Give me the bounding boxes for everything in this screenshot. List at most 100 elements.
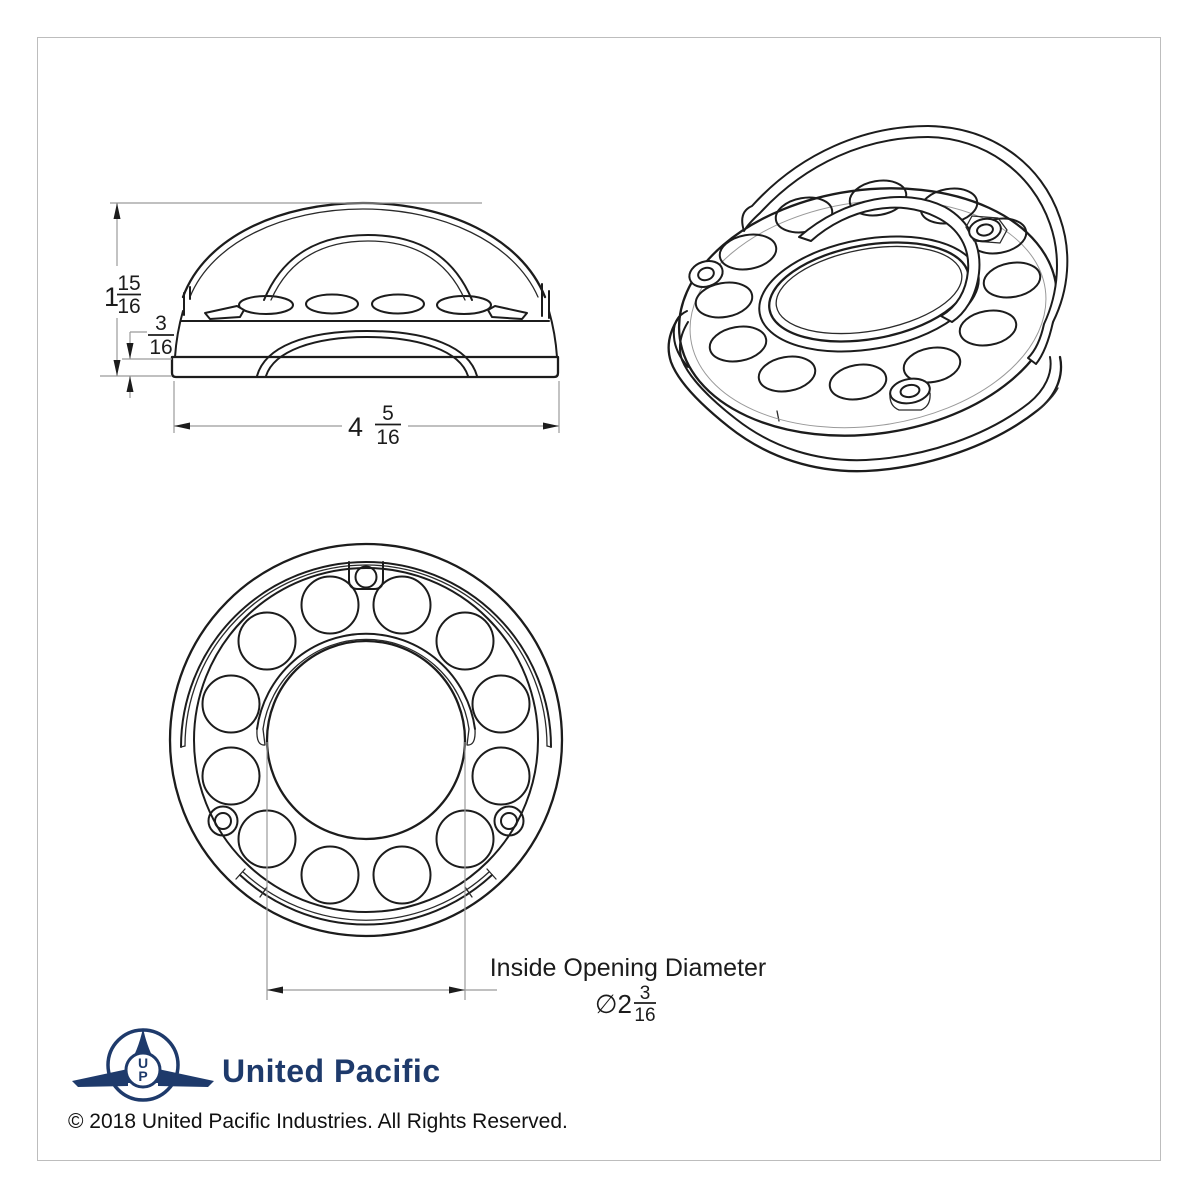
front-center-opening: [265, 639, 467, 841]
front-inner-rim: [193, 567, 539, 913]
arrow-down-icon: [113, 360, 121, 376]
ring-hole: [958, 309, 1018, 347]
front-boss-outer: [207, 805, 239, 837]
copyright-text: © 2018 United Pacific Industries. All Ri…: [68, 1110, 568, 1133]
front-view-dimensions: Inside Opening Diameter ∅2 3 16: [266, 742, 767, 1026]
front-visor-arc-tip: [466, 728, 476, 746]
front-visor-skirt-tip: [546, 745, 552, 748]
height-dim-numerator: 15: [117, 272, 140, 295]
front-outer-rim: [168, 542, 564, 938]
front-visor-arc-inner: [262, 638, 470, 730]
arrow-up-icon: [113, 203, 121, 219]
width-text-bg: [342, 402, 408, 451]
ring-hole: [718, 233, 778, 271]
boss-outer: [889, 377, 931, 405]
sheet-border: [37, 37, 1161, 1161]
ring-hole: [902, 346, 962, 384]
side-body-left-edge: [174, 310, 184, 358]
width-dim-whole: 4: [348, 412, 363, 442]
boss-tab: [889, 392, 931, 411]
iso-flange-lip: [1037, 387, 1059, 411]
iso-center-opening: [768, 241, 970, 343]
front-boss-hole: [214, 812, 232, 830]
side-visor-outer: [181, 201, 547, 299]
front-bottom-arch-outer: [239, 874, 493, 926]
opening-label: Inside Opening Diameter: [490, 954, 767, 982]
width-dim-numerator: 5: [382, 402, 394, 425]
logo-left-wing-icon: [72, 1069, 128, 1087]
ring-hole: [471, 746, 531, 806]
front-visor-skirt-tip: [180, 745, 186, 748]
ring-hole: [201, 746, 261, 806]
opening-dim-numerator: 3: [640, 983, 651, 1004]
ring-hole: [237, 611, 297, 671]
side-inner-arch-inner: [270, 240, 466, 301]
opening-dim-denominator: 16: [634, 1005, 655, 1026]
arrow-right-icon: [543, 422, 559, 430]
ring-hole: [694, 281, 754, 319]
front-top-boss-hole: [354, 565, 378, 589]
side-view-dimensions: 1 15 16 3 16 4 5 16: [94, 202, 560, 451]
ring-hole: [201, 674, 261, 734]
front-visor-arc-outer: [256, 632, 476, 730]
ring-hole: [828, 363, 888, 401]
arrow-up-icon: [126, 376, 134, 392]
ring-hole: [757, 355, 817, 393]
front-visor-arc-tip: [256, 728, 266, 746]
front-bottom-arch-inner: [242, 871, 490, 921]
front-view: [168, 542, 564, 938]
side-hole-oval: [238, 295, 294, 315]
iso-boss-bottom: [889, 377, 931, 411]
ring-hole: [372, 845, 432, 905]
front-boss-hole: [500, 812, 518, 830]
ring-hole: [372, 575, 432, 635]
side-body-right-edge: [548, 310, 558, 358]
side-visor-right-edge: [541, 283, 550, 319]
side-view: [170, 201, 560, 379]
iso-face-lip-line: [689, 199, 1047, 429]
iso-center-collar: [758, 235, 980, 353]
iso-boss-top-right: [965, 215, 1008, 244]
width-dim-denominator: 16: [376, 426, 399, 449]
front-visor-skirt-inner: [184, 564, 548, 747]
side-hole-oval: [436, 295, 492, 315]
ring-hole: [300, 575, 360, 635]
front-arch-tick: [235, 868, 246, 880]
boss-outer: [688, 260, 724, 288]
height-dim-whole: 1: [104, 282, 119, 312]
boss-outer: [968, 217, 1002, 243]
arrow-left-icon: [174, 422, 190, 430]
ring-hole: [708, 325, 768, 363]
side-inner-arch-outer: [263, 234, 473, 301]
boss-hole: [697, 266, 715, 282]
front-top-boss-tab: [348, 561, 384, 590]
ring-hole: [982, 261, 1042, 299]
side-right-tab: [487, 305, 528, 320]
ring-hole: [300, 845, 360, 905]
iso-visor-band: [741, 125, 1069, 365]
thickness-dim-denominator: 16: [149, 336, 172, 359]
side-hole-oval: [371, 293, 425, 315]
iso-center-opening-bore: [775, 245, 963, 335]
height-dim-denominator: 16: [117, 295, 140, 318]
logo-monogram-circle: [124, 1051, 162, 1089]
logo-right-wing-icon: [158, 1069, 214, 1087]
side-visor-inner: [189, 208, 539, 298]
boss-hole: [899, 383, 921, 399]
logo-monogram-p: P: [138, 1068, 147, 1084]
ring-hole: [435, 611, 495, 671]
ring-hole: [848, 179, 908, 217]
isometric-view: [667, 125, 1069, 473]
front-arch-tick: [259, 886, 268, 898]
boss-hole: [976, 223, 994, 237]
front-visor-skirt-outer: [180, 561, 552, 748]
side-left-tab: [204, 305, 245, 320]
iso-boss-left: [688, 260, 724, 288]
iso-visor-inner-wall: [798, 196, 981, 323]
side-base-plate: [170, 355, 560, 379]
arrow-left-icon: [267, 986, 283, 994]
thickness-dim-numerator: 3: [155, 312, 167, 335]
ring-hole: [471, 674, 531, 734]
